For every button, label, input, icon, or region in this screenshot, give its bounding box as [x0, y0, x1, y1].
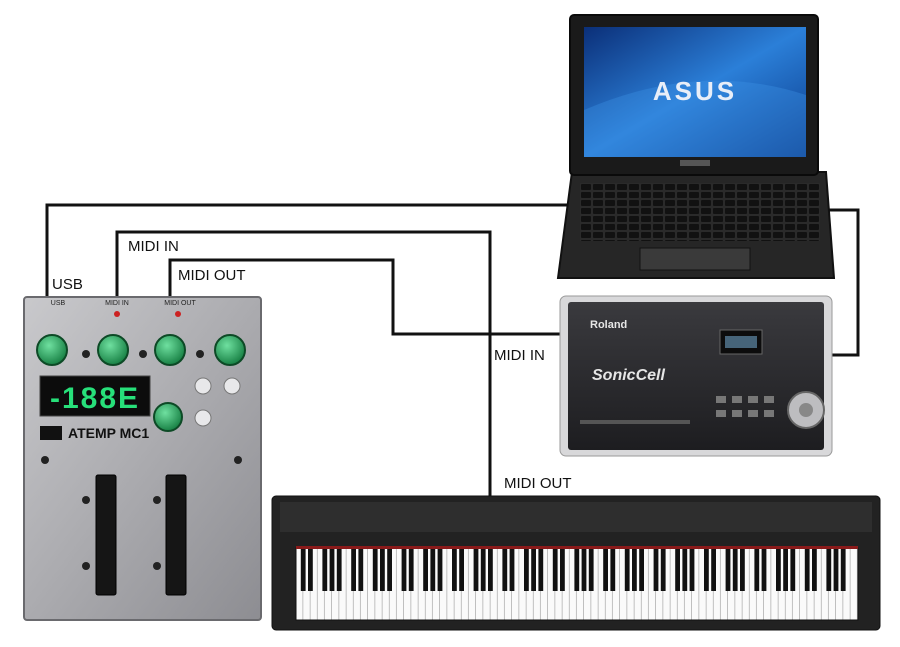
- midi-in-led: [114, 311, 120, 317]
- led-display-readout: -188E: [50, 382, 140, 415]
- controller-name: ATEMP MC1: [68, 425, 149, 441]
- port-usb-label: USB: [51, 300, 66, 307]
- black-key: [704, 549, 709, 591]
- midi-controller: USB MIDI IN MIDI OUT -188E ATEMP MC1: [23, 296, 262, 621]
- black-key: [574, 549, 580, 591]
- label-midi-in-controller: MIDI IN: [128, 238, 179, 255]
- black-key: [632, 549, 637, 591]
- black-key: [336, 549, 342, 591]
- black-key: [459, 549, 464, 591]
- black-key: [711, 549, 716, 591]
- black-key: [408, 549, 414, 591]
- midi-out-led: [175, 311, 181, 317]
- black-key: [387, 549, 392, 591]
- black-key: [502, 549, 508, 591]
- laptop: ASUS: [556, 14, 836, 279]
- fader-left[interactable]: [95, 474, 117, 596]
- black-key: [372, 549, 378, 591]
- black-key: [509, 549, 515, 591]
- led-display: [39, 375, 151, 417]
- laptop-brand: ASUS: [653, 76, 737, 106]
- push-button-1[interactable]: [194, 377, 212, 395]
- label-usb: USB: [52, 276, 83, 293]
- black-key: [430, 549, 436, 591]
- black-key: [560, 549, 565, 591]
- black-key: [452, 549, 457, 591]
- screw: [196, 350, 204, 358]
- black-key: [603, 549, 608, 591]
- black-key: [538, 549, 544, 591]
- port-midi-in-label: MIDI IN: [105, 300, 129, 307]
- knob-5[interactable]: [153, 402, 183, 432]
- black-key: [329, 549, 335, 591]
- knob-4[interactable]: [214, 334, 246, 366]
- push-button-2[interactable]: [223, 377, 241, 395]
- usb-cable: [45, 203, 600, 298]
- laptop-screen: [584, 27, 806, 157]
- midi-out-cable: [168, 258, 560, 336]
- black-key: [380, 549, 385, 591]
- knob-3[interactable]: [154, 334, 186, 366]
- sound-module: Roland SonicCell: [559, 295, 833, 457]
- label-midi-in-module: MIDI IN: [494, 347, 545, 364]
- black-key: [776, 549, 781, 591]
- black-key: [689, 549, 695, 591]
- black-key: [480, 549, 486, 591]
- black-key: [833, 549, 839, 591]
- cables: [45, 203, 860, 496]
- black-key: [754, 549, 760, 591]
- module-brand: Roland: [590, 319, 627, 331]
- black-key: [423, 549, 428, 591]
- black-key: [639, 549, 644, 591]
- black-key: [682, 549, 688, 591]
- black-key: [660, 549, 666, 591]
- black-key: [322, 549, 328, 591]
- fader-right[interactable]: [165, 474, 187, 596]
- black-key: [653, 549, 659, 591]
- black-key: [790, 549, 796, 591]
- module-model: SonicCell: [592, 367, 665, 384]
- midi-in-cable: [115, 230, 492, 496]
- digital-piano: [271, 495, 881, 631]
- black-key: [732, 549, 738, 591]
- knob-1[interactable]: [36, 334, 68, 366]
- black-key: [740, 549, 745, 591]
- laptop-to-module-cable: [822, 208, 860, 357]
- black-key: [761, 549, 767, 591]
- knob-2[interactable]: [97, 334, 129, 366]
- controller-logo: [40, 426, 62, 440]
- black-key: [524, 549, 529, 591]
- label-midi-out-controller: MIDI OUT: [178, 267, 246, 284]
- port-midi-out-label: MIDI OUT: [164, 300, 196, 307]
- black-key: [826, 549, 832, 591]
- black-key: [675, 549, 680, 591]
- screw: [82, 350, 90, 358]
- black-key: [588, 549, 594, 591]
- black-key: [437, 549, 443, 591]
- black-key: [401, 549, 407, 591]
- black-key: [308, 549, 313, 591]
- black-key: [473, 549, 479, 591]
- push-button-3[interactable]: [194, 409, 212, 427]
- black-key: [488, 549, 493, 591]
- black-key: [581, 549, 587, 591]
- black-key: [552, 549, 558, 591]
- black-key: [531, 549, 536, 591]
- black-key: [351, 549, 356, 591]
- black-key: [804, 549, 810, 591]
- black-key: [725, 549, 731, 591]
- black-key: [624, 549, 630, 591]
- black-key: [358, 549, 364, 591]
- black-key: [783, 549, 788, 591]
- black-key: [840, 549, 846, 591]
- black-keys: [300, 549, 846, 591]
- screw: [139, 350, 147, 358]
- label-midi-out-keyboard: MIDI OUT: [504, 475, 572, 492]
- black-key: [300, 549, 306, 591]
- black-key: [812, 549, 817, 591]
- module-lcd: [719, 329, 763, 355]
- black-key: [610, 549, 616, 591]
